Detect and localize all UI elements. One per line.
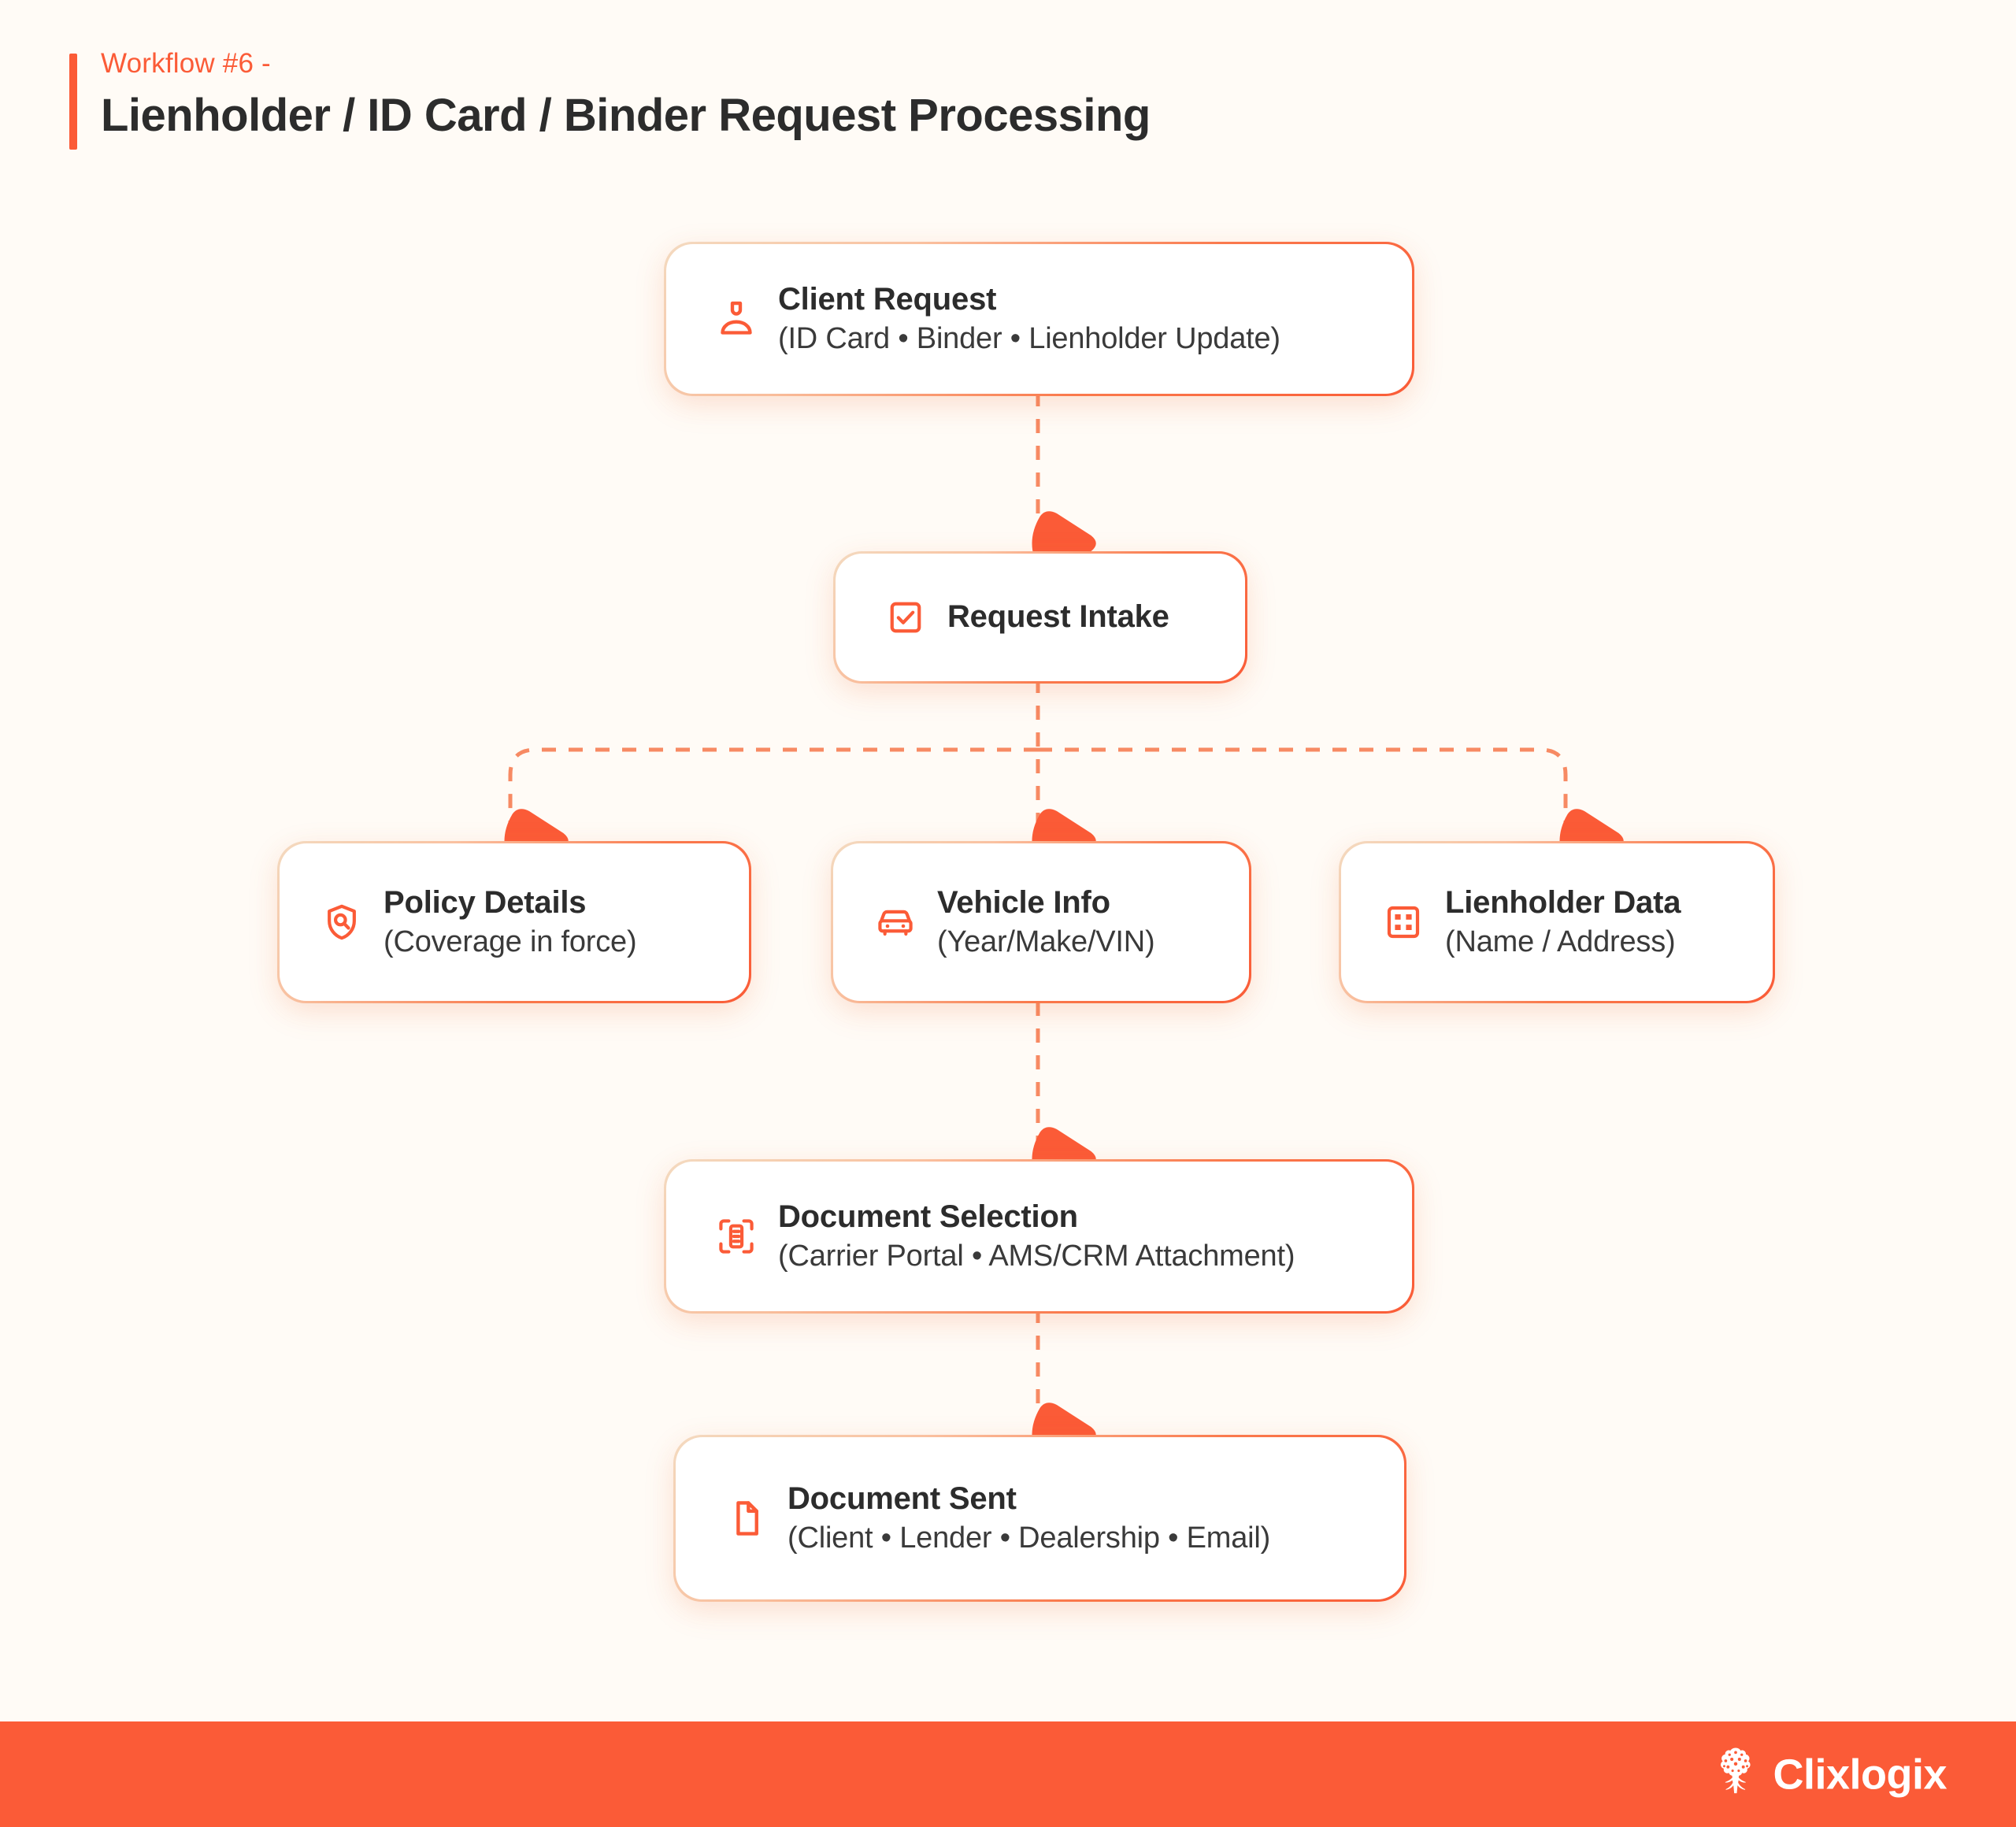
- node-subtitle: (Name / Address): [1445, 925, 1676, 958]
- tree-logo-icon: [1711, 1746, 1760, 1803]
- node-subtitle: (Carrier Portal • AMS/CRM Attachment): [778, 1239, 1295, 1273]
- node-subtitle: (ID Card • Binder • Lienholder Update): [778, 321, 1280, 355]
- node-title: Request Intake: [947, 599, 1169, 635]
- document-scan-icon: [715, 1215, 758, 1258]
- page-footer: Clixlogix: [0, 1721, 2016, 1827]
- user-icon: [715, 298, 758, 340]
- node-request-intake[interactable]: Request Intake: [833, 551, 1247, 684]
- brand-lockup: Clixlogix: [1711, 1746, 1947, 1803]
- edge-branch-bus-left: [504, 747, 1038, 873]
- node-title: Document Selection: [778, 1199, 1078, 1234]
- node-title: Policy Details: [384, 884, 587, 920]
- shield-search-icon: [321, 901, 363, 943]
- node-title: Vehicle Info: [937, 884, 1110, 920]
- node-subtitle: (Year/Make/VIN): [937, 925, 1155, 958]
- node-lienholder-data[interactable]: Lienholder Data (Name / Address): [1339, 841, 1775, 1003]
- node-title: Document Sent: [788, 1480, 1017, 1516]
- page-title: Lienholder / ID Card / Binder Request Pr…: [101, 89, 1151, 141]
- node-client-request[interactable]: Client Request (ID Card • Binder • Lienh…: [664, 242, 1414, 396]
- node-document-selection[interactable]: Document Selection (Carrier Portal • AMS…: [664, 1159, 1414, 1314]
- page-header: Workflow #6 - Lienholder / ID Card / Bin…: [69, 48, 1151, 150]
- node-subtitle: (Coverage in force): [384, 925, 637, 958]
- node-policy-details[interactable]: Policy Details (Coverage in force): [277, 841, 751, 1003]
- node-document-sent[interactable]: Document Sent (Client • Lender • Dealers…: [673, 1435, 1406, 1602]
- checkbox-check-icon: [884, 596, 927, 639]
- brand-name: Clixlogix: [1773, 1751, 1947, 1798]
- grid-icon: [1382, 901, 1425, 943]
- workflow-eyebrow: Workflow #6 -: [101, 48, 271, 79]
- file-icon: [724, 1497, 767, 1540]
- node-subtitle: (Client • Lender • Dealership • Email): [788, 1521, 1271, 1555]
- node-vehicle-info[interactable]: Vehicle Info (Year/Make/VIN): [831, 841, 1251, 1003]
- edge-branch-bus-right: [1038, 747, 1624, 873]
- car-icon: [874, 901, 917, 943]
- header-accent-bar: [69, 54, 77, 150]
- node-title: Lienholder Data: [1445, 884, 1681, 920]
- node-title: Client Request: [778, 281, 997, 317]
